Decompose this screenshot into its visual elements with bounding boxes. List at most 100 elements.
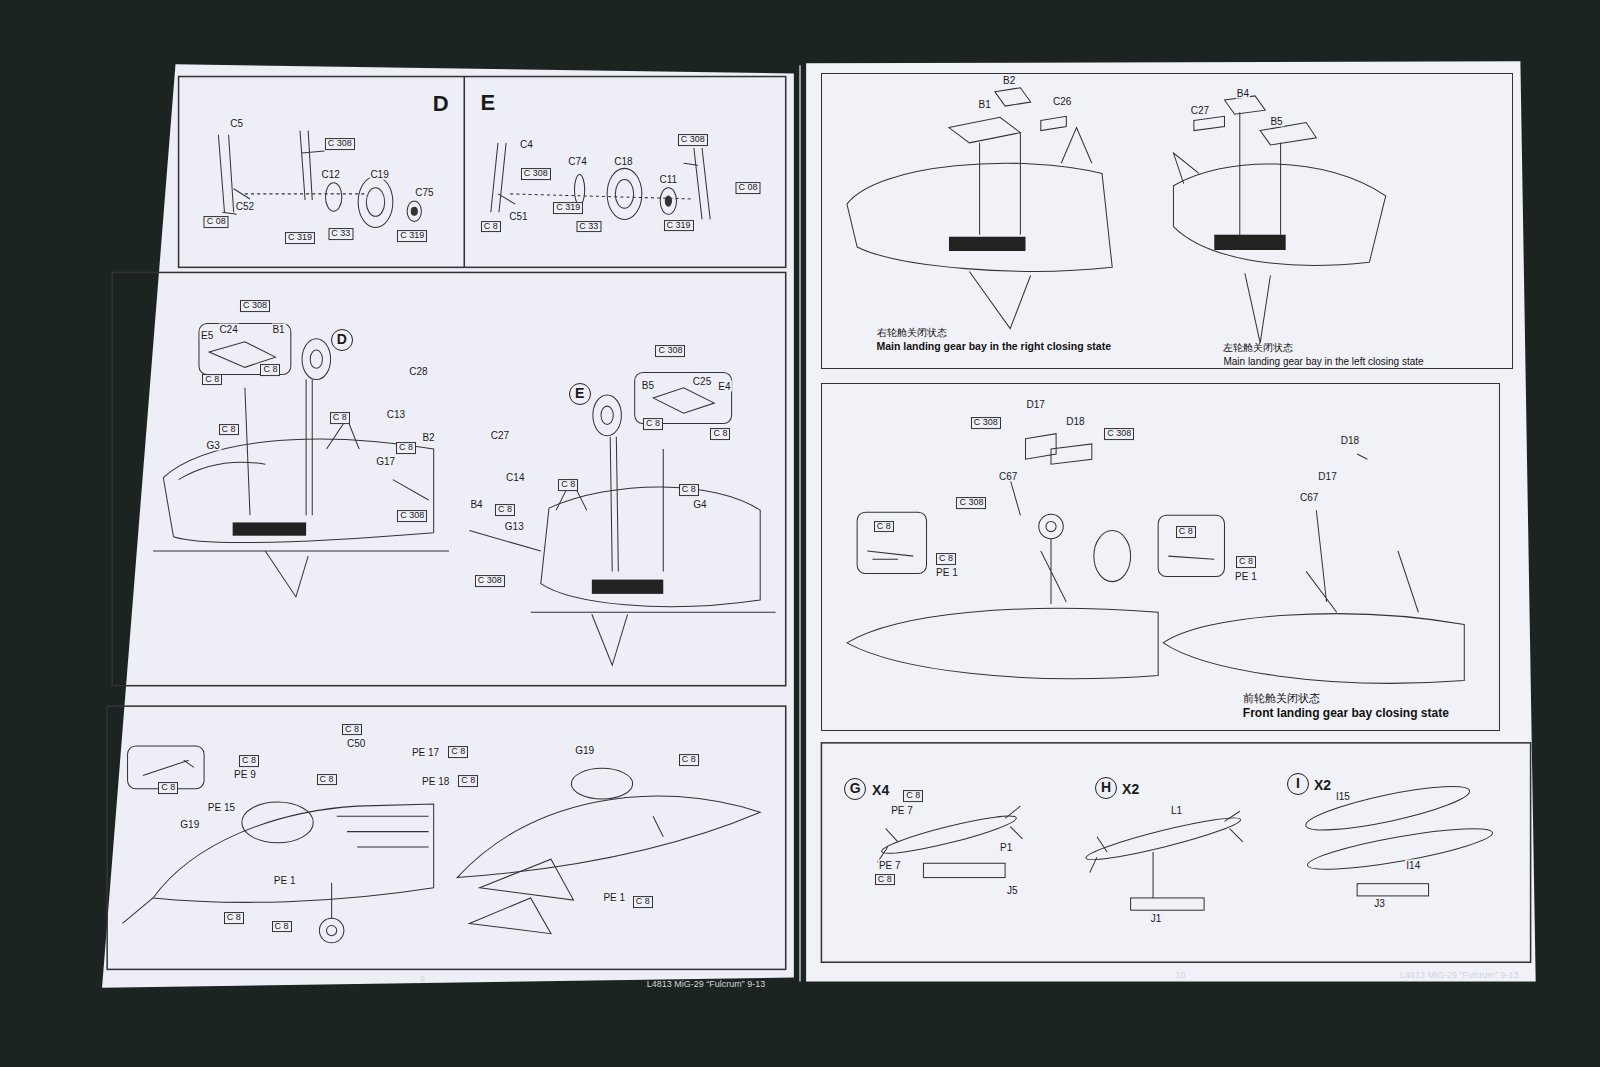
right-page	[806, 61, 1536, 981]
part-number: PE 17	[411, 747, 440, 758]
part-number: P1	[999, 841, 1013, 852]
color-callout: C 8	[219, 424, 239, 436]
panel	[112, 272, 785, 685]
part-number: L1	[1170, 805, 1183, 816]
part-number: B5	[1269, 116, 1283, 127]
part-number: C67	[1299, 491, 1319, 502]
color-callout: C 8	[330, 412, 350, 424]
airframe-sketch	[847, 434, 1464, 684]
part-number: J5	[1006, 884, 1019, 895]
part-number: G13	[504, 520, 525, 531]
part-number: B4	[469, 499, 483, 510]
part-number: C14	[505, 471, 525, 482]
color-callout: C 8	[202, 374, 222, 386]
part-number: PE 9	[233, 769, 257, 780]
part-number: B2	[421, 431, 435, 442]
color-callout: C 8	[396, 442, 416, 454]
part-number: G4	[692, 499, 707, 510]
panel	[107, 706, 786, 969]
color-callout: C 8	[481, 221, 501, 233]
part-number: PE 7	[878, 860, 902, 871]
part-number: PE 1	[273, 874, 297, 885]
part-number: C26	[1052, 96, 1072, 107]
panel	[179, 77, 786, 268]
caption: Front landing gear bay closing state	[1243, 707, 1449, 720]
caption: Main landing gear bay in the right closi…	[877, 341, 1112, 353]
part-number: E5	[200, 329, 214, 340]
color-callout: C 8	[936, 553, 956, 565]
airframe-sketch	[847, 88, 1386, 343]
caption: Main landing gear bay in the left closin…	[1223, 356, 1423, 367]
color-callout: C 308	[678, 134, 708, 146]
part-number: D17	[1317, 470, 1337, 481]
caption: 前轮舱关闭状态	[1243, 692, 1320, 704]
left-page	[102, 64, 794, 987]
quantity: X4	[872, 783, 889, 798]
color-callout: C 8	[1176, 526, 1196, 538]
subassembly-letter: E	[569, 383, 591, 405]
color-callout: C 8	[272, 921, 292, 933]
quantity: X2	[1314, 778, 1331, 793]
part-number: B1	[271, 323, 285, 334]
page-footer: L4813 MiG-29 “Fulcrum” 9-13	[647, 980, 766, 990]
color-callout: C 8	[875, 874, 895, 886]
color-callout: C 308	[971, 418, 1001, 430]
page-footer: L4813 MiG-29 “Fulcrum” 9-13	[1400, 971, 1519, 981]
part-number: PE 1	[935, 567, 959, 578]
part-number: J3	[1373, 898, 1386, 909]
part-number: PE 18	[421, 775, 450, 786]
color-callout: C 308	[325, 138, 355, 150]
part-number: G19	[179, 819, 200, 830]
color-callout: C 8	[874, 521, 894, 533]
panel	[821, 743, 1530, 962]
part-number: D18	[1340, 434, 1360, 445]
part-number: G19	[574, 745, 595, 756]
part-number: C67	[998, 470, 1018, 481]
color-callout: C 8	[679, 754, 699, 766]
step-letter: D	[433, 92, 449, 116]
step-letter: E	[480, 91, 495, 115]
color-callout: C 308	[655, 345, 685, 357]
part-number: C18	[613, 156, 633, 167]
part-number: C4	[519, 138, 534, 149]
airframe-sketch	[122, 746, 760, 943]
color-callout: C 8	[1236, 556, 1256, 568]
page-footer: 9	[420, 975, 425, 985]
part-number: C28	[408, 366, 428, 377]
color-callout: C 8	[448, 746, 468, 758]
part-number: C24	[218, 323, 238, 334]
part-number: C51	[508, 211, 528, 222]
strut-sketch	[491, 143, 710, 220]
color-callout: C 8	[239, 755, 259, 767]
color-callout: C 8	[342, 724, 362, 736]
part-number: B1	[978, 99, 992, 110]
part-number: B5	[641, 379, 655, 390]
part-number: C27	[490, 429, 510, 440]
instruction-panel: 右轮舱关闭状态 Main landing gear bay in the righ…	[821, 73, 1513, 369]
airframe-sketch	[153, 323, 775, 665]
color-callout: C 319	[664, 220, 694, 232]
color-callout: C 8	[260, 364, 280, 376]
color-callout: C 8	[679, 484, 699, 496]
part-number: C5	[229, 118, 244, 129]
caption: 右轮舱关闭状态	[877, 327, 947, 338]
part-number: C13	[386, 409, 406, 420]
subassembly-letter: D	[331, 329, 353, 351]
color-callout: C 8	[158, 782, 178, 794]
color-callout: C 308	[521, 169, 551, 181]
color-callout: C 308	[1104, 428, 1134, 440]
part-number: PE 1	[602, 891, 626, 902]
part-number: C27	[1190, 105, 1210, 116]
part-number: C12	[320, 169, 340, 180]
part-number: J1	[1150, 913, 1163, 924]
color-callout: C 319	[397, 230, 427, 242]
color-callout: C 8	[317, 774, 337, 786]
part-number: I15	[1335, 790, 1351, 801]
color-callout: C 8	[558, 479, 578, 491]
strut-sketch	[218, 131, 421, 228]
color-callout: C 8	[633, 896, 653, 908]
color-callout: C 8	[903, 790, 923, 802]
instruction-panel: 前轮舱关闭状态 Front landing gear bay closing st…	[821, 383, 1500, 731]
part-number: D18	[1065, 416, 1085, 427]
